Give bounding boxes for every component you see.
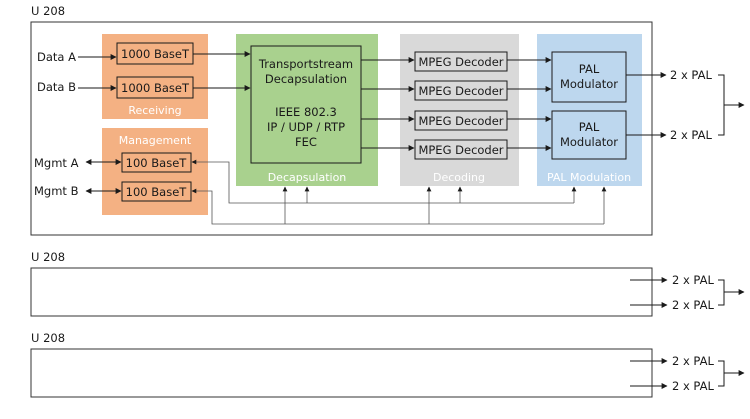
mgmt-100baset-b — [121, 181, 192, 202]
decap-line-4: IP / UDP / RTP — [267, 120, 345, 134]
u3-output-1-label: 2 x PAL — [672, 354, 714, 368]
mgmt-100baset-b-label: 100 BaseT — [126, 185, 188, 199]
u2-output-2-label: 2 x PAL — [672, 298, 714, 312]
mgmt-100baset-a — [121, 152, 192, 173]
data-b-label: Data B — [37, 80, 76, 94]
receiving-label: Receiving — [128, 104, 181, 117]
mpeg-decoder-4-label: MPEG Decoder — [418, 143, 503, 157]
management-label: Management — [119, 134, 192, 147]
mgmt-bus-b — [191, 188, 604, 225]
ts-decapsulation-block — [250, 45, 362, 164]
unit-2-label: U 208 — [31, 250, 65, 264]
rx-1000baset-a-label: 1000 BaseT — [121, 47, 190, 61]
unit-3-frame — [30, 348, 653, 398]
pal-modulator-2-line1: PAL — [579, 120, 600, 134]
u1-output-2-label: 2 x PAL — [670, 128, 712, 142]
pal-modulator-1-line2: Modulator — [560, 77, 618, 91]
decap-line-1: Transportstream — [258, 57, 353, 71]
pal-modulator-1 — [551, 51, 627, 103]
u3-output-2-label: 2 x PAL — [672, 379, 714, 393]
decapsulation-label: Decapsulation — [268, 171, 347, 184]
pal-modulator-1-line1: PAL — [579, 62, 600, 76]
mpeg-decoder-1-label: MPEG Decoder — [418, 55, 503, 69]
decap-line-3: IEEE 802.3 — [275, 105, 337, 119]
decoding-group — [400, 34, 519, 186]
mgmt-100baset-a-label: 100 BaseT — [126, 156, 188, 170]
decapsulation-group — [236, 34, 378, 186]
decap-line-5: FEC — [295, 135, 317, 149]
mpeg-decoder-3 — [414, 110, 508, 131]
u2-output-1-label: 2 x PAL — [672, 273, 714, 287]
mpeg-decoder-3-label: MPEG Decoder — [418, 114, 503, 128]
unit-2-frame — [30, 267, 653, 317]
u3-output-bracket — [718, 360, 725, 387]
pal-modulator-2-line2: Modulator — [560, 135, 618, 149]
decoding-label: Decoding — [433, 171, 485, 184]
decap-line-2: Decapsulation — [265, 72, 347, 86]
unit-1-label: U 208 — [31, 4, 65, 18]
mpeg-decoder-2 — [414, 80, 508, 101]
u1-output-1-label: 2 x PAL — [670, 68, 712, 82]
unit-3-label: U 208 — [31, 331, 65, 345]
pal-modulation-label: PAL Modulation — [547, 171, 631, 184]
u2-output-bracket — [718, 279, 725, 306]
mpeg-decoder-4 — [414, 139, 508, 160]
mgmt-b-label: Mgmt B — [34, 184, 79, 198]
mgmt-bus-a — [191, 159, 574, 204]
data-a-label: Data A — [37, 50, 76, 64]
u1-output-bracket — [718, 74, 725, 136]
rx-1000baset-b-label: 1000 BaseT — [121, 81, 190, 95]
mgmt-a-label: Mgmt A — [34, 156, 79, 170]
mpeg-decoder-2-label: MPEG Decoder — [418, 84, 503, 98]
mpeg-decoder-1 — [414, 51, 508, 72]
pal-modulation-group — [537, 34, 642, 186]
